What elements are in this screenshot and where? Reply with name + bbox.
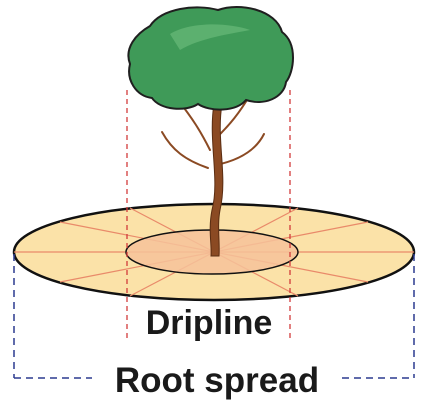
dripline-label: Dripline [146, 304, 273, 342]
tree-canopy [127, 6, 294, 111]
tree-icon [127, 6, 294, 257]
tree-trunk [209, 103, 224, 257]
root-spread-guides [13, 254, 415, 379]
canopy-highlight [170, 24, 250, 50]
root-spread-label: Root spread [115, 361, 319, 400]
